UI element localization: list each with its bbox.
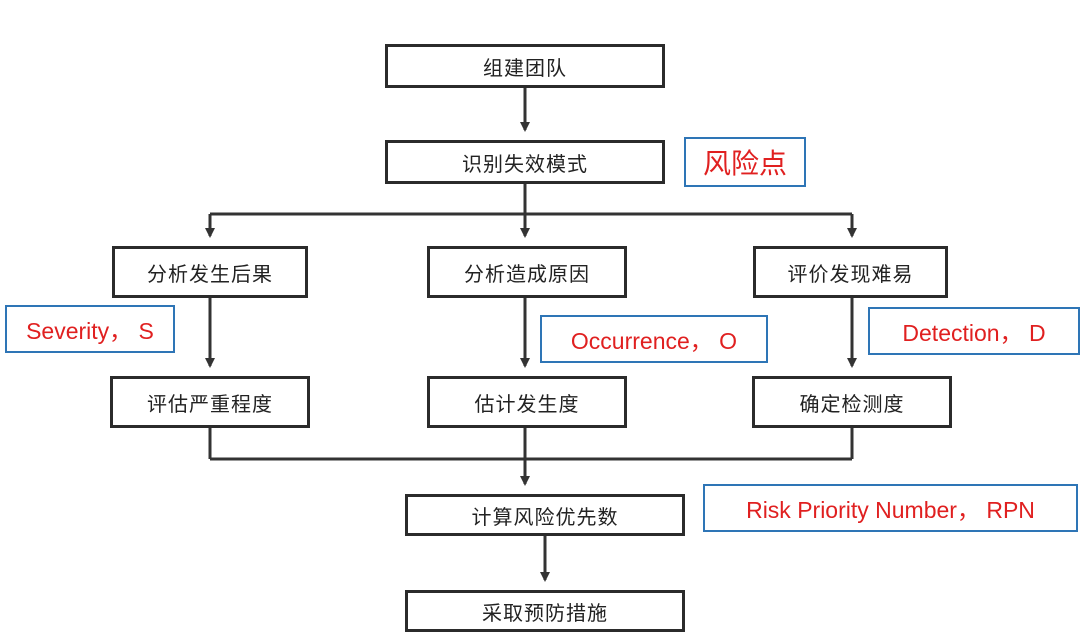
node-analyze-causes: 分析造成原因 <box>427 246 627 298</box>
node-assess-severity: 评估严重程度 <box>110 376 310 428</box>
annotation-risk-point: 风险点 <box>684 137 806 187</box>
annotation-detection: Detection， D <box>868 307 1080 355</box>
annotation-rpn: Risk Priority Number， RPN <box>703 484 1078 532</box>
annotation-occurrence: Occurrence， O <box>540 315 768 363</box>
node-determine-detection: 确定检测度 <box>752 376 952 428</box>
node-form-team: 组建团队 <box>385 44 665 88</box>
node-take-prevention: 采取预防措施 <box>405 590 685 632</box>
annotation-severity: Severity， S <box>5 305 175 353</box>
node-evaluate-detection: 评价发现难易 <box>753 246 948 298</box>
node-analyze-consequences: 分析发生后果 <box>112 246 308 298</box>
node-estimate-occurrence: 估计发生度 <box>427 376 627 428</box>
node-compute-rpn: 计算风险优先数 <box>405 494 685 536</box>
node-identify-failure-modes: 识别失效模式 <box>385 140 665 184</box>
